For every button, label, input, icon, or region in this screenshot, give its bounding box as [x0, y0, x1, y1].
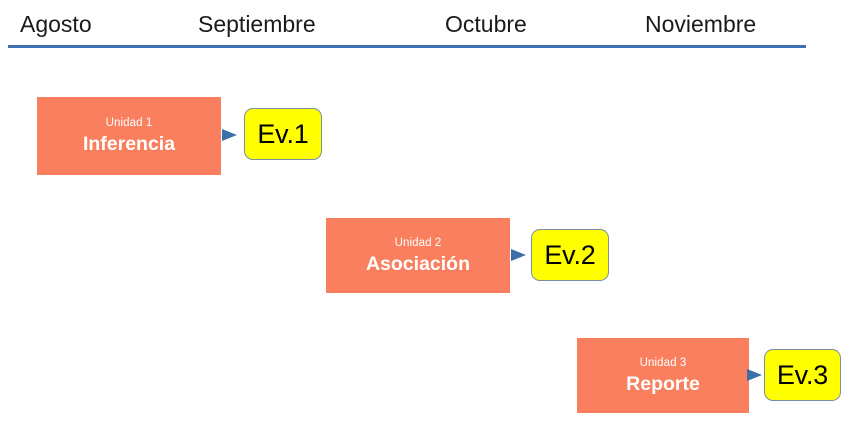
arrow-right-icon	[220, 127, 242, 143]
unit-box-2[interactable]: Unidad 2 Asociación	[326, 218, 510, 293]
unit-title-1: Inferencia	[82, 133, 176, 155]
timeline-header: Agosto Septiembre Octubre Noviembre	[0, 0, 852, 52]
timeline-divider-rule	[8, 45, 806, 48]
month-label-septiembre: Septiembre	[198, 11, 316, 37]
unit-box-3[interactable]: Unidad 3 Reporte	[577, 338, 749, 413]
month-label-octubre: Octubre	[445, 11, 527, 37]
eval-box-1[interactable]: Ev.1	[244, 108, 322, 160]
unit-title-3: Reporte	[626, 372, 700, 395]
unit-kicker-1: Unidad 1	[105, 117, 153, 129]
unit-title-2: Asociación	[365, 252, 471, 275]
unit-box-1[interactable]: Unidad 1 Inferencia	[37, 97, 221, 175]
unit-kicker-2: Unidad 2	[394, 236, 442, 249]
arrow-right-icon	[509, 247, 531, 263]
arrow-right-icon	[745, 367, 767, 383]
eval-box-3[interactable]: Ev.3	[764, 349, 841, 401]
eval-box-2[interactable]: Ev.2	[531, 229, 609, 281]
month-label-agosto: Agosto	[20, 11, 92, 37]
unit-kicker-3: Unidad 3	[639, 356, 687, 369]
month-label-noviembre: Noviembre	[645, 11, 757, 37]
